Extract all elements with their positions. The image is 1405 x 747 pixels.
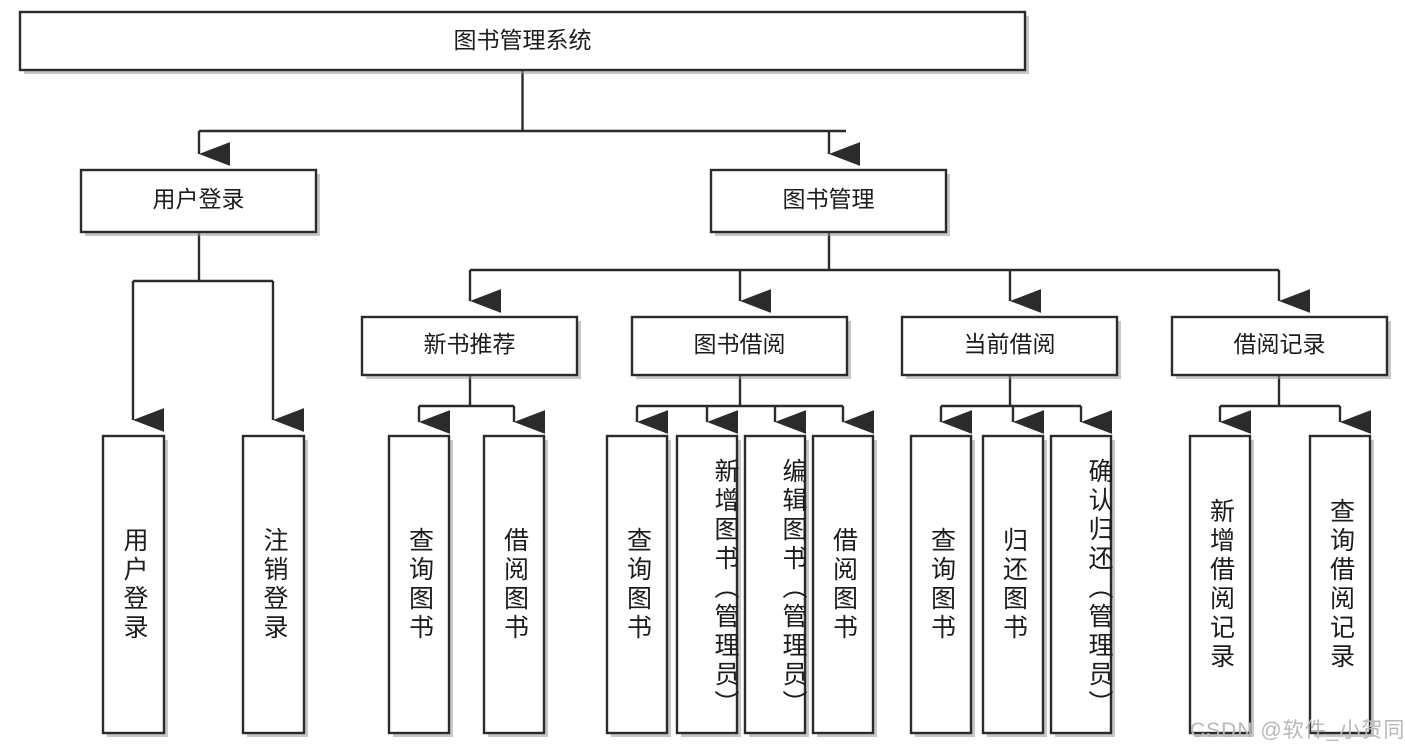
leaf-borrow-book-2-rect[interactable]: [811, 434, 875, 735]
node-user-login-label: 用户登录: [153, 186, 245, 212]
node-book-manage-label: 图书管理: [783, 186, 875, 212]
node-root[interactable]: 图书管理系统: [18, 10, 1029, 74]
leaf-borrow-book-1-rect[interactable]: [482, 434, 546, 735]
node-current-borrow-label: 当前借阅: [964, 331, 1056, 357]
node-borrow-record-label: 借阅记录: [1234, 331, 1326, 357]
node-book-borrow[interactable]: 图书借阅: [630, 315, 851, 379]
node-book-manage-rect: [709, 168, 948, 234]
node-user-login[interactable]: 用户登录: [79, 168, 320, 236]
leaf-nodes: [101, 434, 1374, 737]
node-book-borrow-label: 图书借阅: [694, 331, 786, 357]
node-book-manage[interactable]: 图书管理: [709, 168, 950, 236]
leaf-edit-book-rect[interactable]: [743, 434, 807, 735]
connectors: [131, 70, 1372, 434]
leaf-return-book-rect[interactable]: [981, 434, 1045, 735]
node-borrow-record-rect: [1170, 315, 1389, 377]
leaf-logout-rect[interactable]: [241, 434, 306, 735]
nodes: 图书管理系统 用户登录 图书管理 新书推荐 图书借阅 当前借阅: [18, 10, 1391, 737]
leaf-query-book-1-rect[interactable]: [387, 434, 451, 735]
node-new-book-rec-label: 新书推荐: [424, 331, 516, 357]
node-book-borrow-rect: [630, 315, 849, 377]
node-root-label: 图书管理系统: [454, 27, 592, 53]
node-new-book-rec[interactable]: 新书推荐: [360, 315, 581, 379]
leaf-add-record-rect[interactable]: [1188, 434, 1252, 735]
leaf-query-record-rect[interactable]: [1308, 434, 1372, 735]
leaf-add-book-rect[interactable]: [675, 434, 739, 735]
node-current-borrow[interactable]: 当前借阅: [900, 315, 1121, 379]
leaf-query-book-2-rect[interactable]: [605, 434, 669, 735]
node-current-borrow-rect: [900, 315, 1119, 377]
node-borrow-record[interactable]: 借阅记录: [1170, 315, 1391, 379]
leaf-user-login-rect[interactable]: [101, 434, 166, 735]
leaf-query-book-3-rect[interactable]: [909, 434, 973, 735]
node-user-login-rect: [79, 168, 318, 234]
csdn-watermark: CSDN @软件_小贺同学: [1190, 719, 1405, 742]
node-new-book-rec-rect: [360, 315, 579, 377]
node-root-rect: [18, 10, 1027, 72]
leaf-confirm-return-rect[interactable]: [1049, 434, 1113, 735]
